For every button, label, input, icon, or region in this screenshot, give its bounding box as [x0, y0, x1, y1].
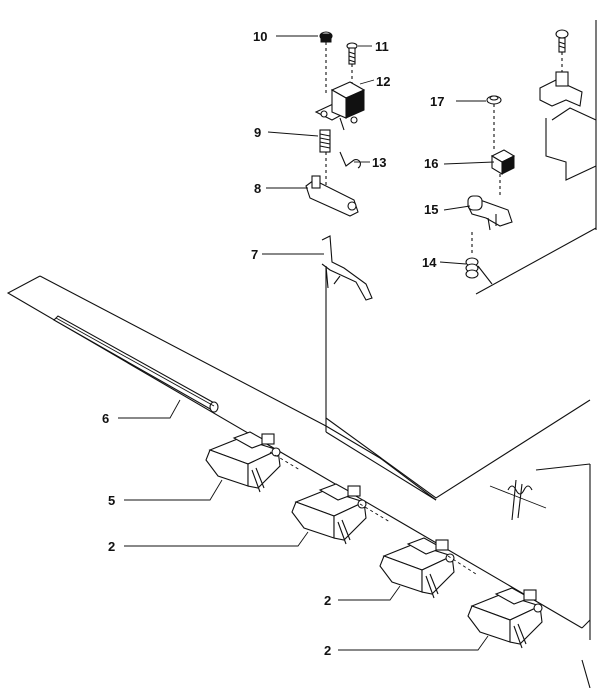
lever-part-8 [305, 175, 359, 217]
callout-16: 16 [424, 156, 438, 171]
callout-2-third: 2 [324, 643, 331, 658]
callout-8: 8 [254, 181, 261, 196]
callout-13: 13 [372, 155, 386, 170]
callout-6: 6 [102, 411, 109, 426]
callout-2-first: 2 [108, 539, 115, 554]
spacer-part-9 [319, 129, 331, 188]
spring-lower-right [489, 479, 547, 521]
callout-7: 7 [251, 247, 258, 262]
knob-housing-part-2c [467, 587, 543, 649]
screw-part-11 [346, 42, 358, 84]
knob-housing-part-5 [205, 431, 281, 493]
knob-housing-part-2a [291, 483, 367, 545]
rod-part-6 [53, 315, 219, 413]
spring-part-14 [465, 232, 493, 285]
callout-15: 15 [424, 202, 438, 217]
bracket-part-7 [321, 235, 373, 301]
screw-part-17 [486, 95, 502, 150]
callout-9: 9 [254, 125, 261, 140]
callout-17: 17 [430, 94, 444, 109]
frame-outline [6, 20, 597, 688]
callout-11: 11 [375, 39, 389, 54]
callout-10: 10 [253, 29, 267, 44]
callout-14: 14 [422, 255, 437, 270]
clip-part-13 [339, 151, 362, 169]
switch-part-12 [314, 81, 366, 131]
callout-5: 5 [108, 493, 115, 508]
leader-lines [118, 35, 495, 651]
callout-2-second: 2 [324, 593, 331, 608]
screw-part-10 [319, 31, 333, 96]
lever-part-15 [467, 195, 513, 231]
block-part-16 [490, 149, 516, 196]
screw-upper-right [555, 29, 569, 78]
bracket-upper-right [539, 71, 583, 107]
knob-housing-part-2b [379, 537, 455, 599]
callout-12: 12 [376, 74, 390, 89]
